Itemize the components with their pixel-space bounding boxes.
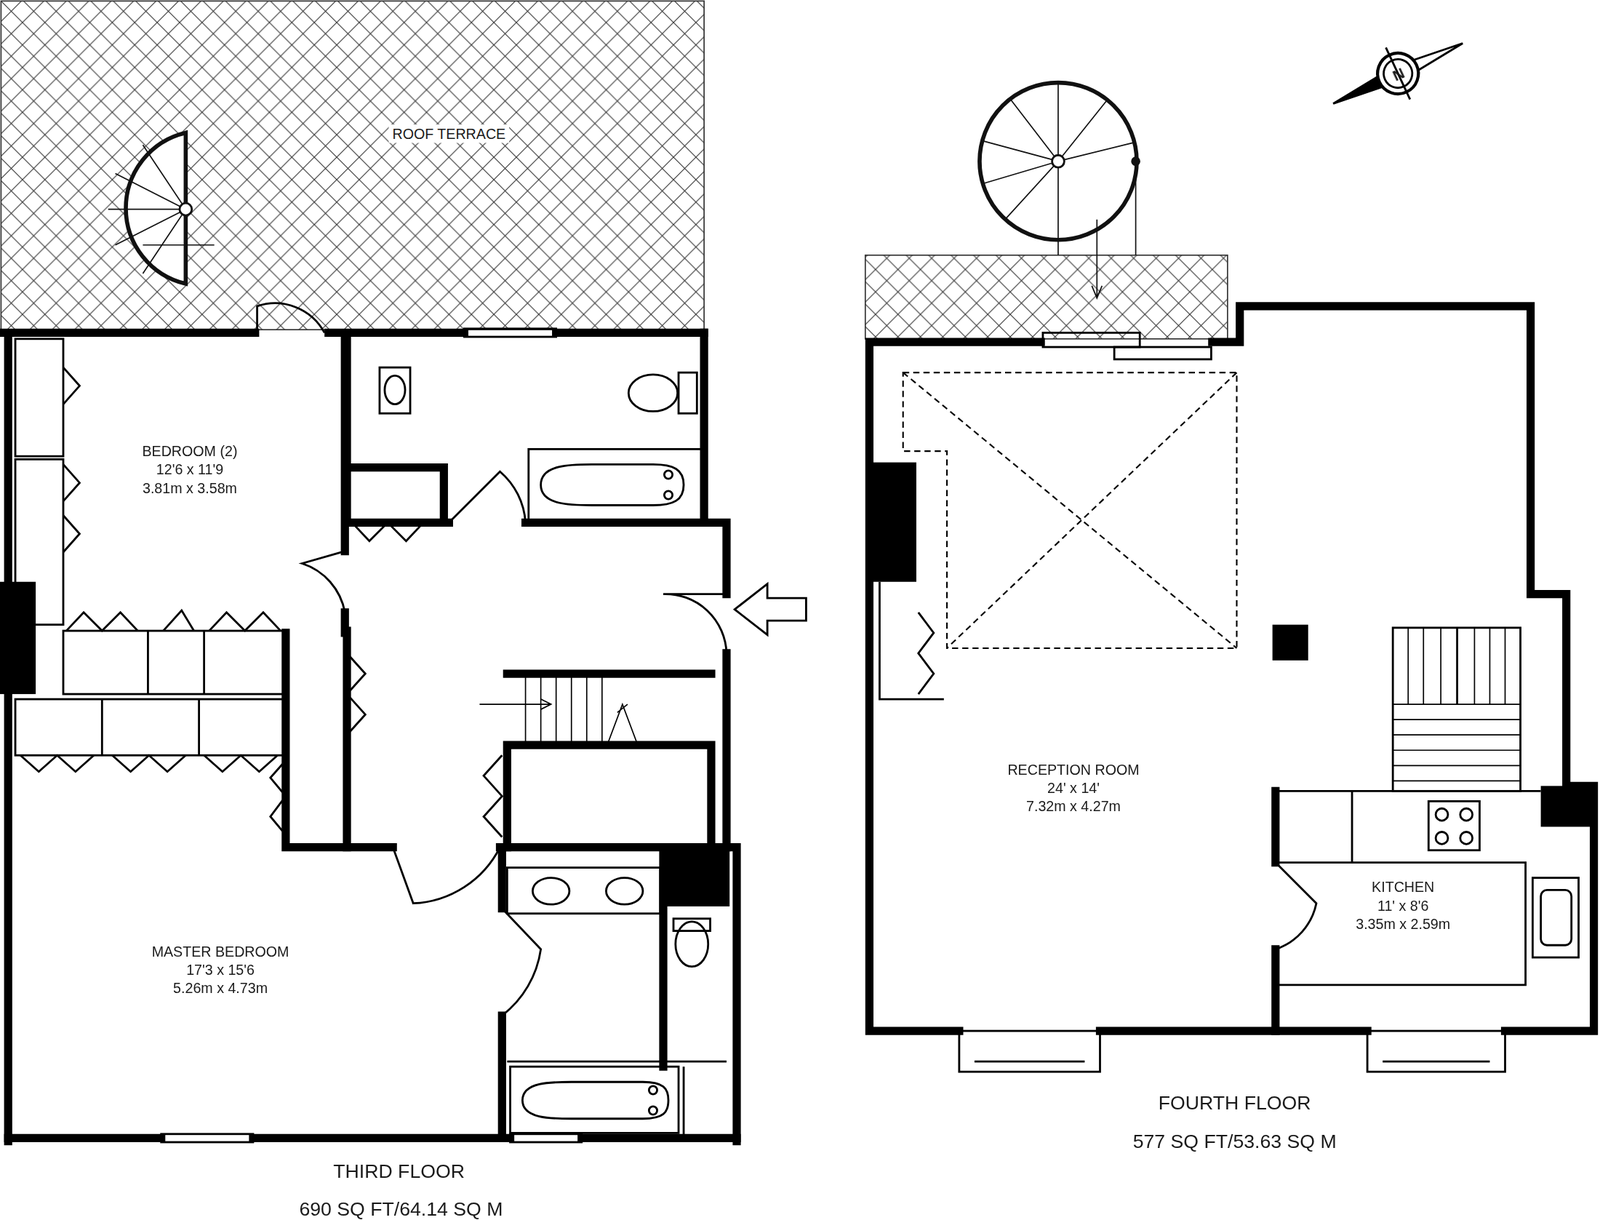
terrace-area: ROOF TERRACE	[367, 118, 531, 150]
room-dimension: 12'6 x 11'9	[156, 460, 224, 479]
floor-area: 577 SQ FT/53.63 SQ M	[1133, 1128, 1337, 1152]
floor-name: FOURTH FLOOR	[1158, 1090, 1312, 1114]
room-name: RECEPTION ROOM	[1007, 760, 1139, 779]
room-name: MASTER BEDROOM	[152, 941, 290, 960]
room-name: BEDROOM (2)	[141, 442, 238, 461]
room-dimension: 7.32m x 4.27m	[1026, 797, 1121, 816]
room-dimension: 11' x 8'6	[1377, 896, 1429, 915]
floor-name: THIRD FLOOR	[333, 1158, 465, 1182]
room-area: KITCHEN11' x 8'63.35m x 2.59m	[1336, 869, 1470, 941]
room-dimension: 5.26m x 4.73m	[173, 978, 268, 998]
room-dimension: 24' x 14'	[1047, 778, 1100, 798]
room-dimension: 3.35m x 2.59m	[1355, 914, 1451, 933]
room-name: KITCHEN	[1371, 877, 1435, 896]
room-area: RECEPTION ROOM24' x 14'7.32m x 4.27m	[971, 752, 1176, 824]
room-dimension: 3.81m x 3.58m	[142, 478, 238, 497]
room-dimension: 17'3 x 15'6	[186, 960, 255, 979]
room-area: BEDROOM (2)12'6 x 11'93.81m x 3.58m	[103, 433, 278, 505]
room-area: MASTER BEDROOM17'3 x 15'65.26m x 4.73m	[118, 933, 323, 1006]
room-name: ROOF TERRACE	[388, 124, 510, 143]
floor-area: 690 SQ FT/64.14 SQ M	[298, 1196, 503, 1220]
